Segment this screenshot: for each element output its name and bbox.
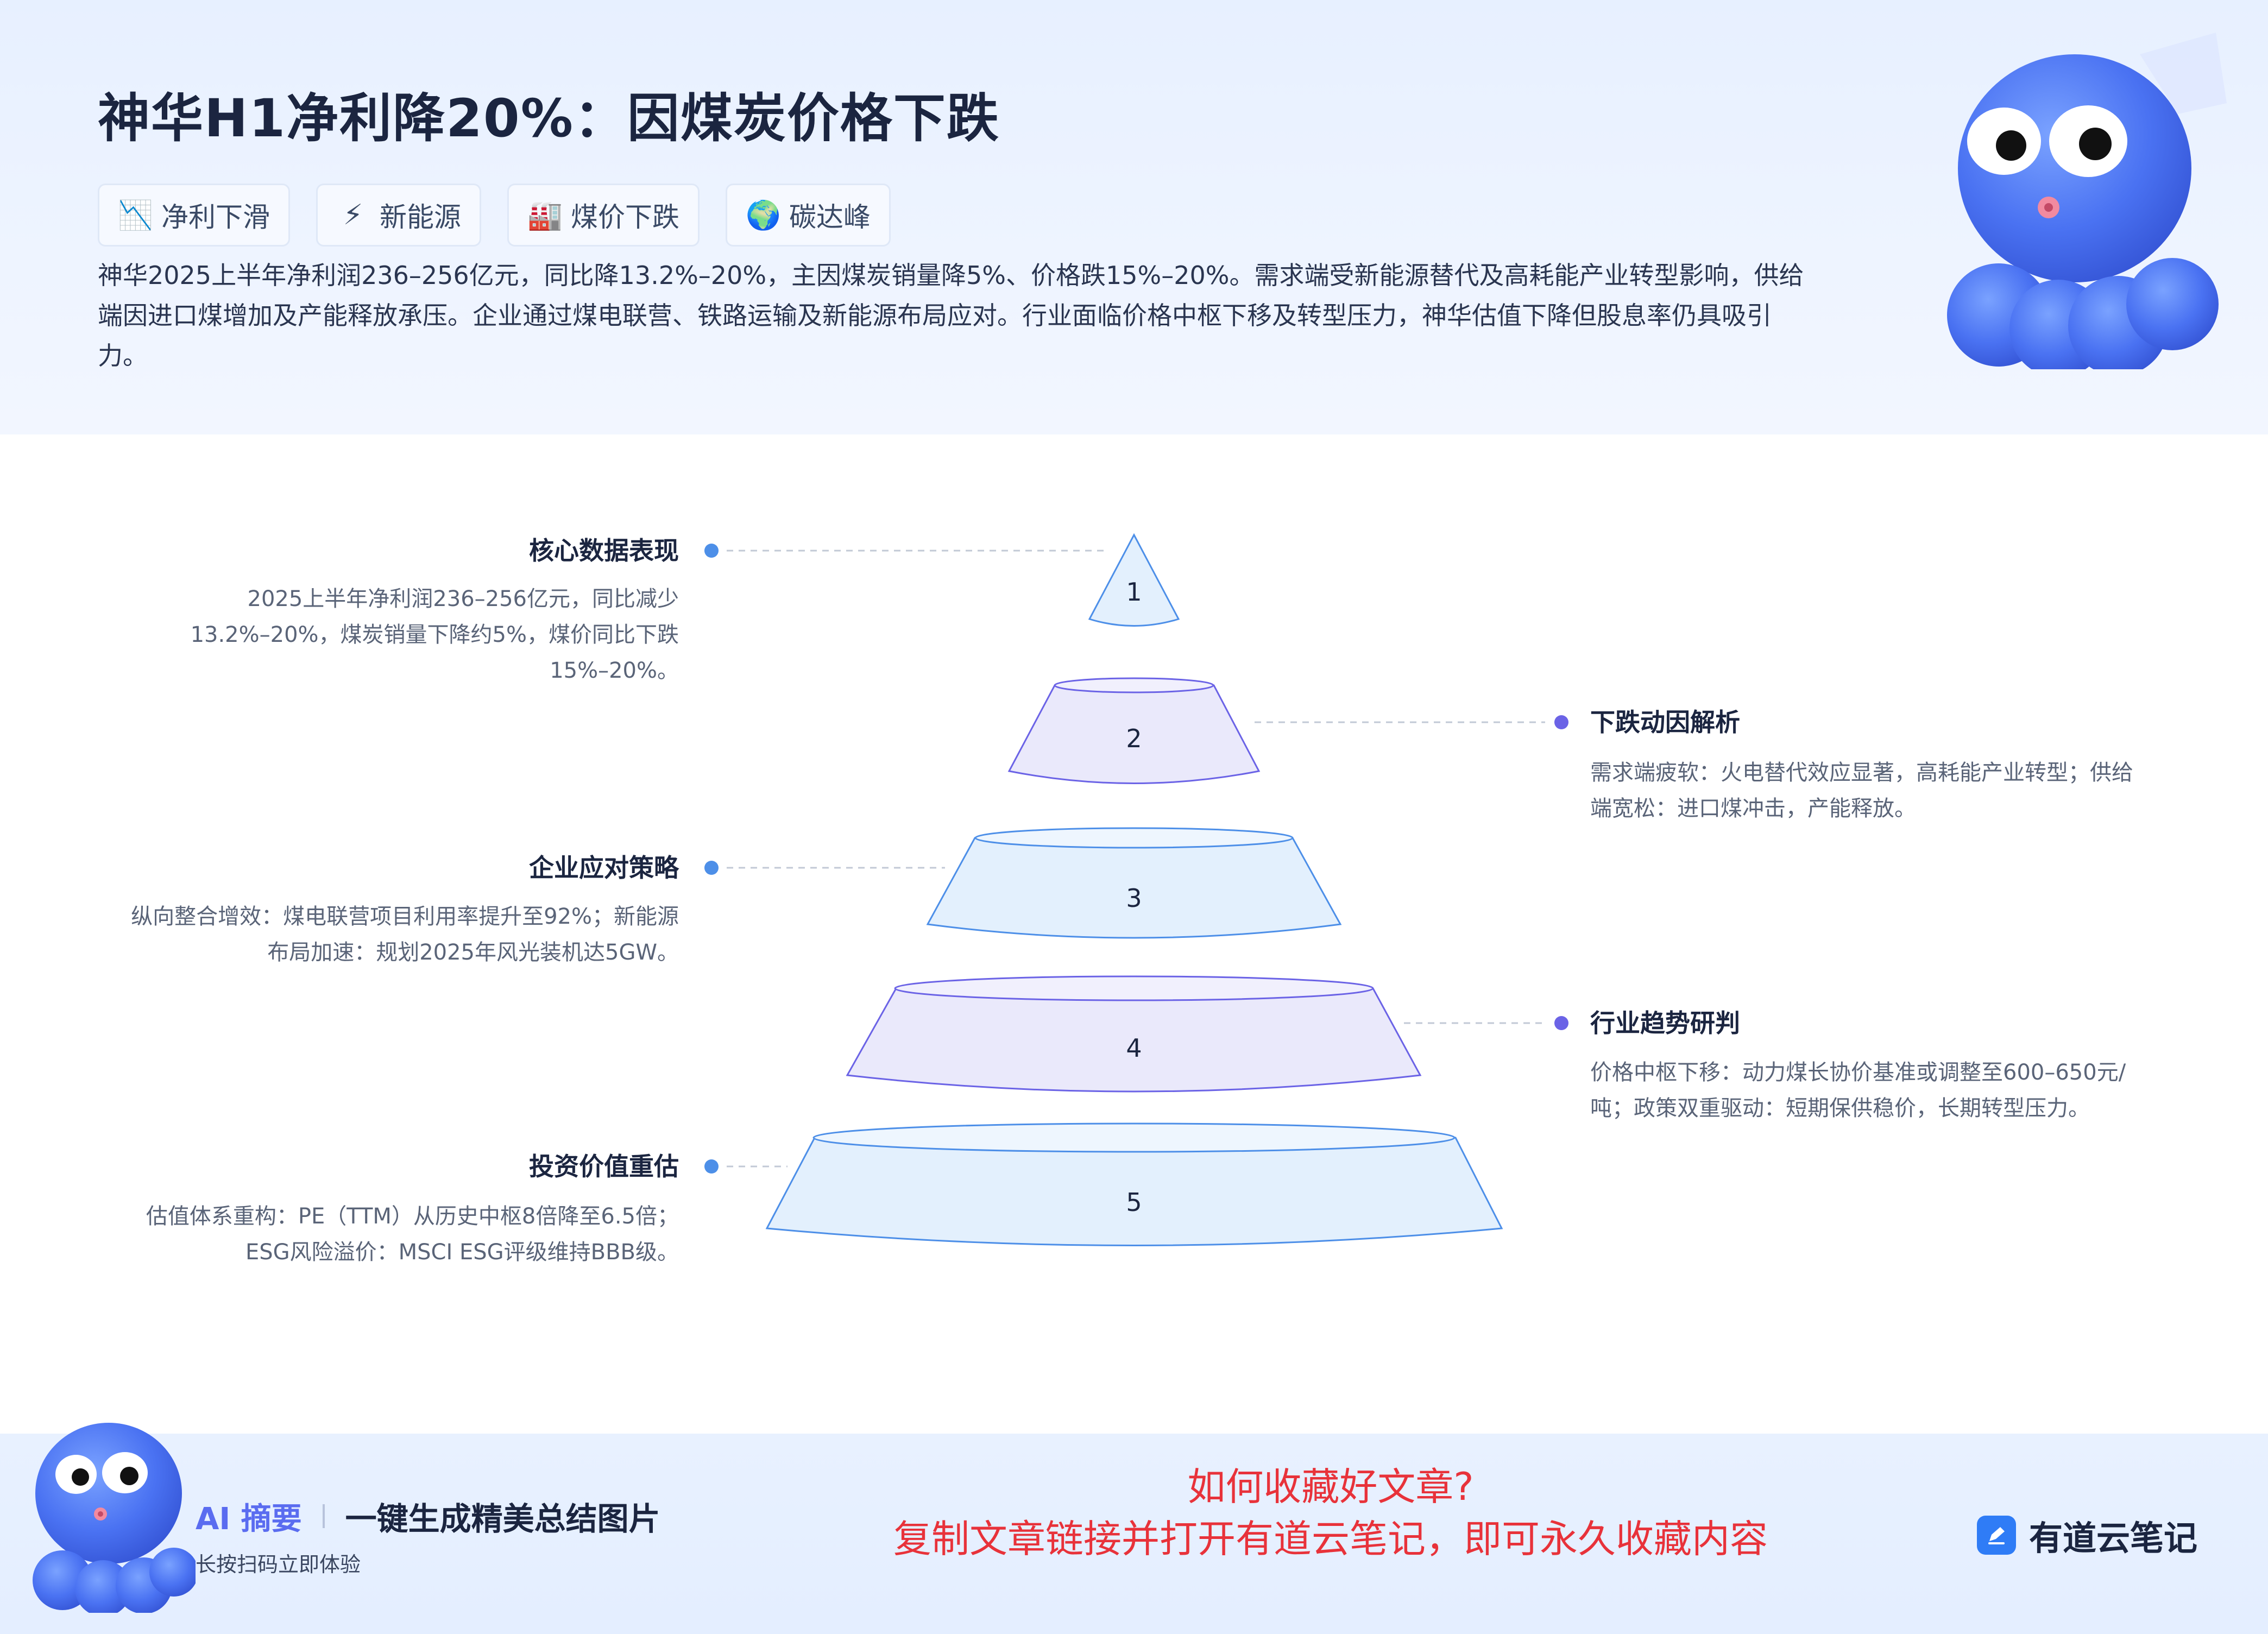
tag-label: 煤价下跌 [571, 201, 679, 233]
tag-new-energy[interactable]: ⚡ 新能源 [316, 184, 481, 247]
slogan-text: 一键生成精美总结图片 [345, 1500, 660, 1537]
promo-text: 如何收藏好文章? 复制文章链接并打开有道云笔记，即可永久收藏内容 [760, 1461, 1901, 1565]
tag-profit-decline[interactable]: 📉 净利下滑 [98, 184, 290, 247]
tag-coal-price[interactable]: 🏭 煤价下跌 [507, 184, 700, 247]
level-2-desc: 需求端疲软：火电替代效应显著，高耗能产业转型；供给 端宽松：进口煤冲击，产能释放… [1590, 760, 2133, 821]
level-1-title: 核心数据表现 [529, 536, 679, 565]
tag-carbon-peak[interactable]: 🌍 碳达峰 [726, 184, 891, 247]
level-5-title: 投资价值重估 [529, 1152, 679, 1181]
page-title: 神华H1净利降20%：因煤炭价格下跌 [98, 88, 1000, 149]
chart-down-icon: 📉 [118, 199, 153, 232]
scan-hint: 长按扫码立即体验 [196, 1553, 361, 1576]
pyramid-level-1-number: 1 [1126, 577, 1142, 607]
ai-summary-text: AI 摘要 [196, 1501, 302, 1537]
tag-list: 📉 净利下滑 ⚡ 新能源 🏭 煤价下跌 🌍 碳达峰 [98, 184, 891, 247]
level-4-desc: 价格中枢下移：动力煤长协价基准或调整至600–650元/ 吨；政策双重驱动：短期… [1590, 1060, 2126, 1121]
divider [322, 1504, 325, 1528]
tag-label: 新能源 [380, 201, 461, 233]
pyramid-level-4-number: 4 [1126, 1033, 1142, 1063]
level-4-title: 行业趋势研判 [1590, 1008, 1740, 1038]
pyramid-diagram: 1 2 3 4 5 核心数据表现 2025上半年净利润236–256亿元，同比减… [0, 434, 2268, 1434]
factory-icon: 🏭 [527, 199, 563, 232]
promo-line-1: 如何收藏好文章? [1187, 1465, 1474, 1509]
ai-summary-label: AI 摘要 一键生成精美总结图片 [196, 1493, 660, 1539]
level-3-desc: 纵向整合增效：煤电联营项目利用率提升至92%；新能源 布局加速：规划2025年风… [131, 904, 679, 965]
lightning-icon: ⚡ [343, 199, 363, 231]
tag-label: 净利下滑 [161, 201, 270, 233]
level-5-desc: 估值体系重构：PE（TTM）从历史中枢8倍降至6.5倍； ESG风险溢价：MSC… [146, 1204, 679, 1265]
pyramid-svg: 1 2 3 4 5 [704, 533, 1568, 1246]
pyramid-level-3-number: 3 [1126, 884, 1142, 913]
header: 神华H1净利降20%：因煤炭价格下跌 📉 净利下滑 ⚡ 新能源 🏭 煤价下跌 🌍… [0, 0, 2268, 434]
octopus-mascot-small-icon [33, 1423, 196, 1613]
octopus-mascot-icon [1947, 33, 2227, 369]
level-1-desc: 2025上半年净利润236–256亿元，同比减少 13.2%–20%，煤炭销量下… [190, 586, 679, 683]
pyramid-level-5-number: 5 [1126, 1188, 1142, 1217]
footer [0, 1434, 2268, 1634]
summary-text: 神华2025上半年净利润236–256亿元，同比降13.2%–20%，主因煤炭销… [98, 261, 1804, 370]
tag-label: 碳达峰 [789, 201, 871, 233]
brand-logo[interactable]: 有道云笔记 [1977, 1511, 2197, 1560]
promo-line-2: 复制文章链接并打开有道云笔记，即可永久收藏内容 [893, 1517, 1768, 1561]
note-pen-icon [1977, 1516, 2016, 1555]
brand-name: 有道云笔记 [2029, 1518, 2198, 1558]
globe-icon: 🌍 [746, 199, 781, 232]
level-3-title: 企业应对策略 [529, 853, 679, 882]
level-2-title: 下跌动因解析 [1590, 708, 1740, 737]
pyramid-level-2-number: 2 [1126, 724, 1142, 753]
